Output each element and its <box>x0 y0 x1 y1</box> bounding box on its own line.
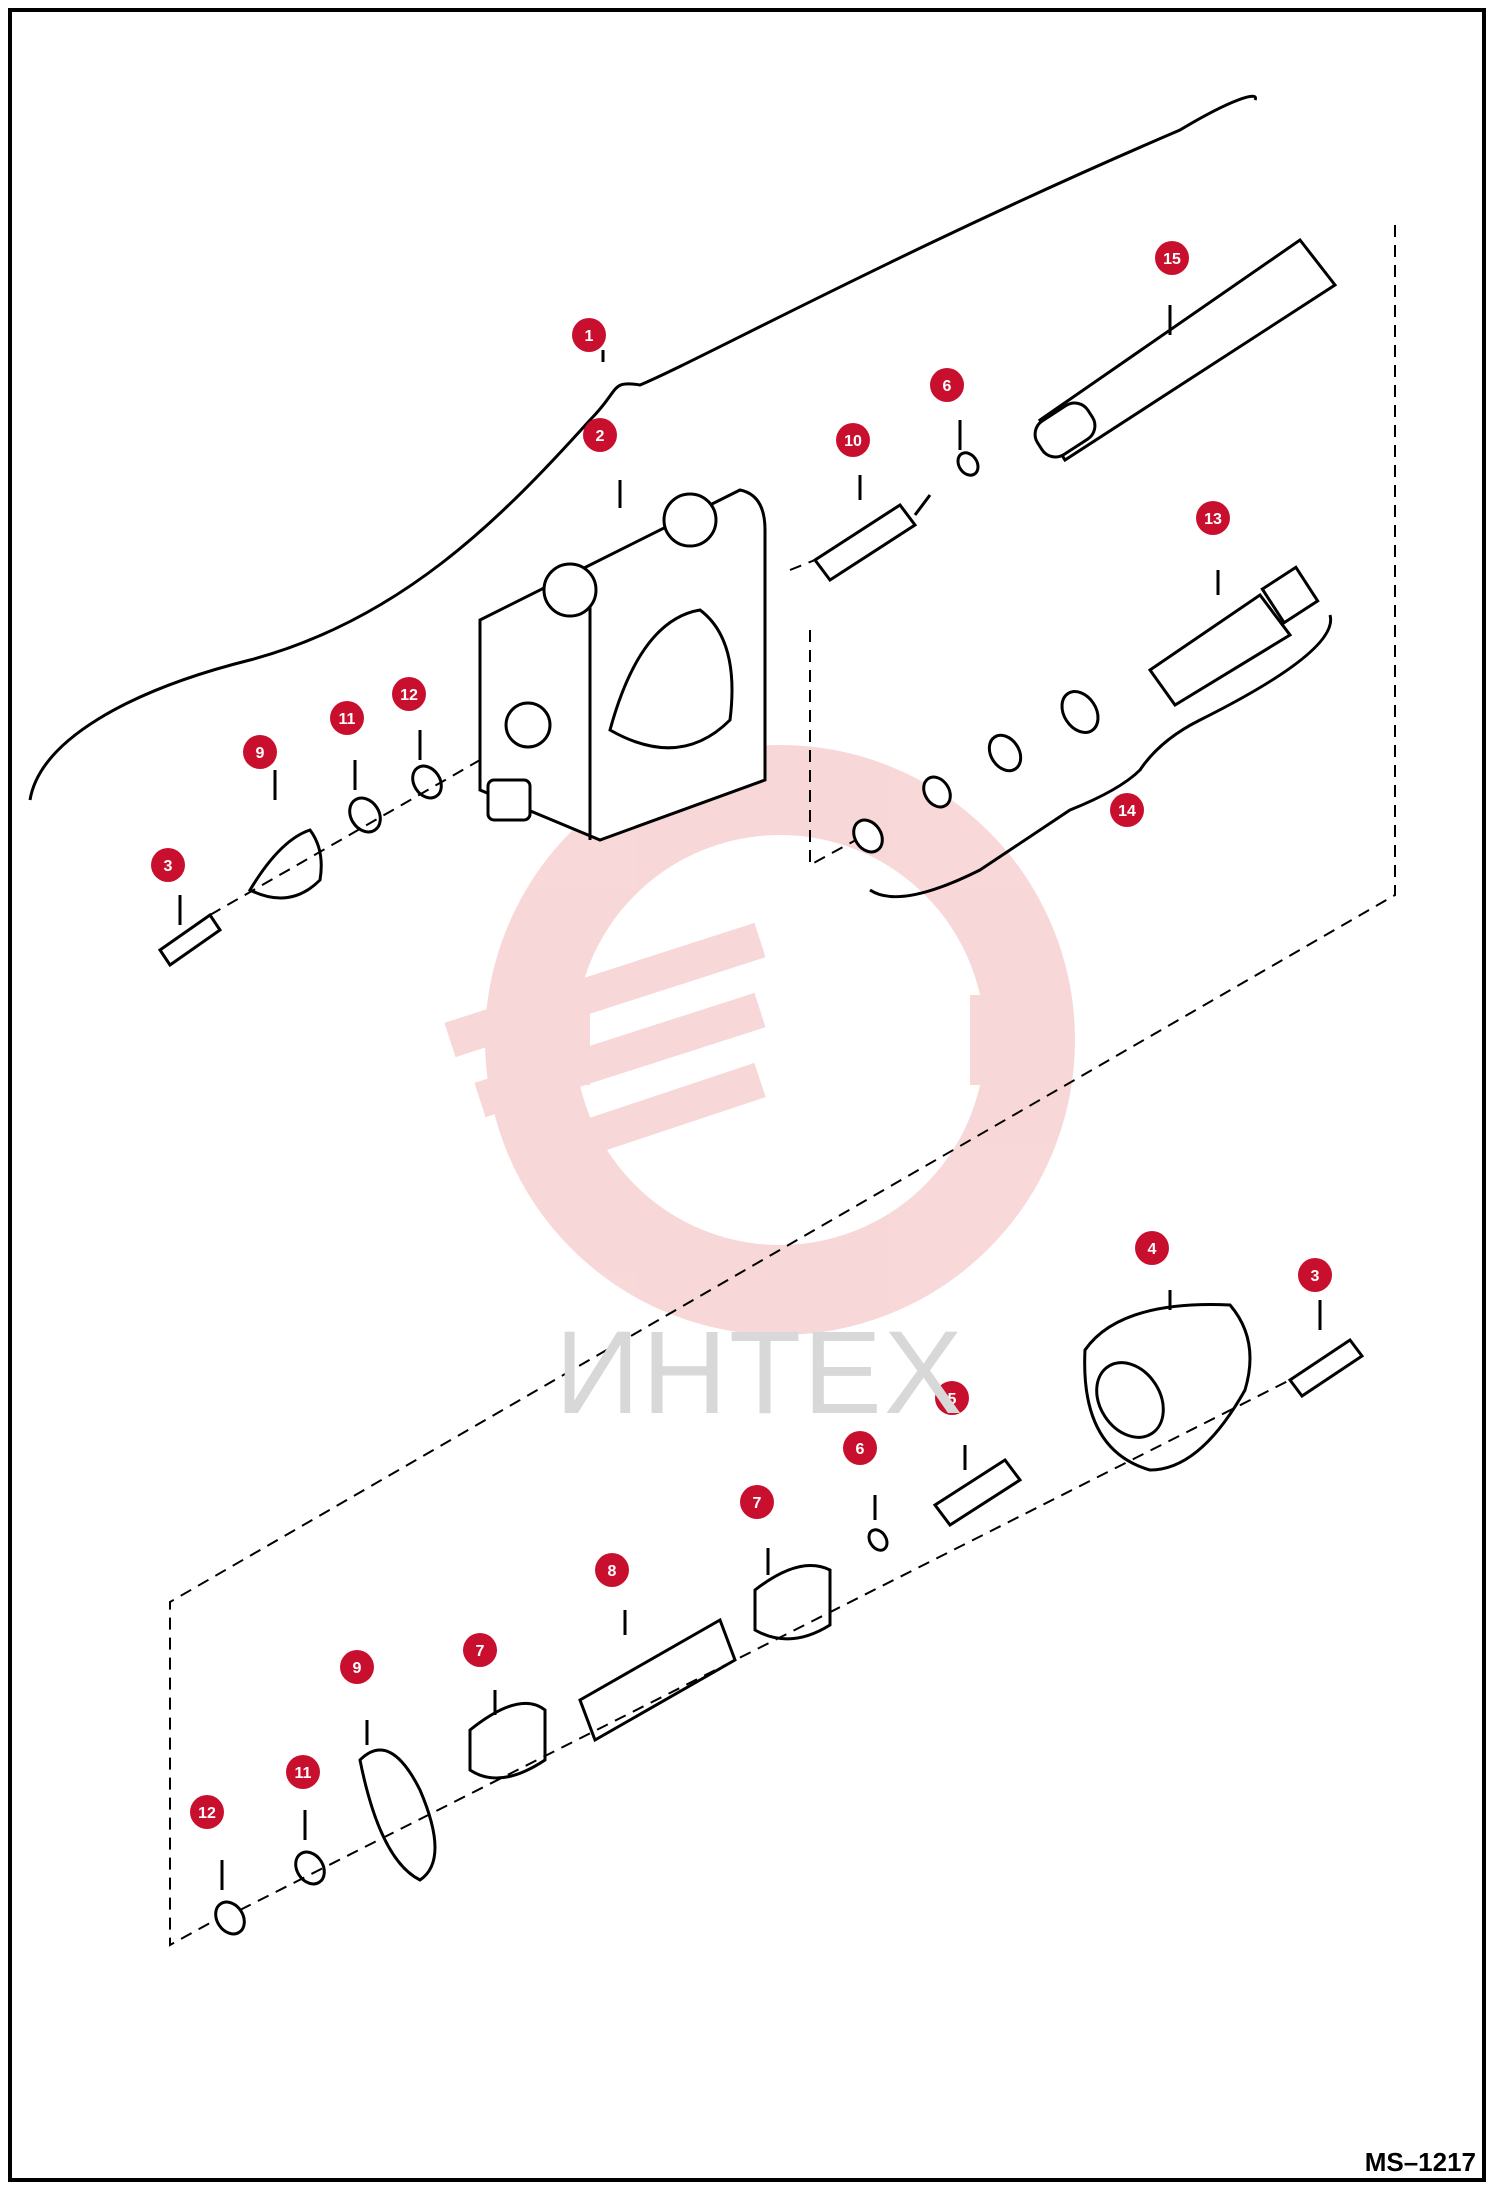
callout-7b[interactable]: 7 <box>463 1633 497 1667</box>
o-rings-upper <box>852 451 1100 854</box>
callout-9b[interactable]: 9 <box>340 1650 374 1684</box>
watermark-text: ИНТЕХ <box>555 1307 965 1439</box>
lower-right-parts <box>867 1303 1365 1552</box>
callout-9a[interactable]: 9 <box>243 735 277 769</box>
bracket-14 <box>869 614 1333 899</box>
pin-part <box>812 494 932 583</box>
callout-14[interactable]: 14 <box>1110 793 1144 827</box>
callout-12a[interactable]: 12 <box>392 677 426 711</box>
svg-text:10: 10 <box>844 433 862 450</box>
svg-text:8: 8 <box>608 1563 617 1580</box>
svg-text:7: 7 <box>476 1643 485 1660</box>
svg-text:6: 6 <box>856 1441 865 1458</box>
callouts: 1 2 3 3 4 5 6 6 7 7 8 9 9 10 11 11 12 12… <box>151 241 1332 1829</box>
svg-text:9: 9 <box>353 1660 362 1677</box>
svg-text:14: 14 <box>1118 803 1136 820</box>
callout-1[interactable]: 1 <box>572 318 606 352</box>
callout-4[interactable]: 4 <box>1135 1231 1169 1265</box>
svg-text:6: 6 <box>943 378 952 395</box>
callout-6a[interactable]: 6 <box>930 368 964 402</box>
leader-lines <box>178 305 1322 1890</box>
svg-text:1: 1 <box>585 328 594 345</box>
svg-text:3: 3 <box>1311 1268 1320 1285</box>
svg-text:11: 11 <box>339 711 356 728</box>
watermark-gear-icon <box>444 745 1075 1335</box>
callout-5[interactable]: 5 <box>935 1381 969 1415</box>
callout-2[interactable]: 2 <box>583 418 617 452</box>
svg-text:9: 9 <box>256 745 265 762</box>
callout-12b[interactable]: 12 <box>190 1795 224 1829</box>
callout-7a[interactable]: 7 <box>740 1485 774 1519</box>
svg-text:3: 3 <box>164 858 173 875</box>
callout-10[interactable]: 10 <box>836 423 870 457</box>
spool-assembly <box>1033 237 1338 463</box>
svg-text:11: 11 <box>295 1765 312 1782</box>
callout-15[interactable]: 15 <box>1155 241 1189 275</box>
svg-text:12: 12 <box>198 1805 216 1822</box>
assembly-brace <box>28 94 1258 801</box>
svg-text:12: 12 <box>400 687 418 704</box>
callout-8[interactable]: 8 <box>595 1553 629 1587</box>
svg-text:5: 5 <box>948 1391 957 1408</box>
lower-left-parts <box>214 1748 437 1936</box>
svg-text:15: 15 <box>1163 251 1181 268</box>
callout-3b[interactable]: 3 <box>1298 1258 1332 1292</box>
callout-3a[interactable]: 3 <box>151 848 185 882</box>
callout-11a[interactable]: 11 <box>330 701 364 735</box>
valve-body <box>478 488 767 842</box>
diagram-frame <box>8 8 1486 2182</box>
lower-middle-parts <box>468 1564 832 1780</box>
outline-box <box>169 225 1396 1947</box>
svg-text:13: 13 <box>1204 511 1222 528</box>
callout-11b[interactable]: 11 <box>286 1755 320 1789</box>
callout-6b[interactable]: 6 <box>843 1431 877 1465</box>
relief-valve <box>1147 565 1320 708</box>
svg-text:4: 4 <box>1148 1241 1157 1258</box>
svg-text:7: 7 <box>753 1495 762 1512</box>
document-code: MS–1217 <box>1364 2147 1476 2177</box>
upper-left-parts <box>157 764 443 968</box>
callout-13[interactable]: 13 <box>1196 501 1230 535</box>
svg-text:2: 2 <box>596 428 605 445</box>
